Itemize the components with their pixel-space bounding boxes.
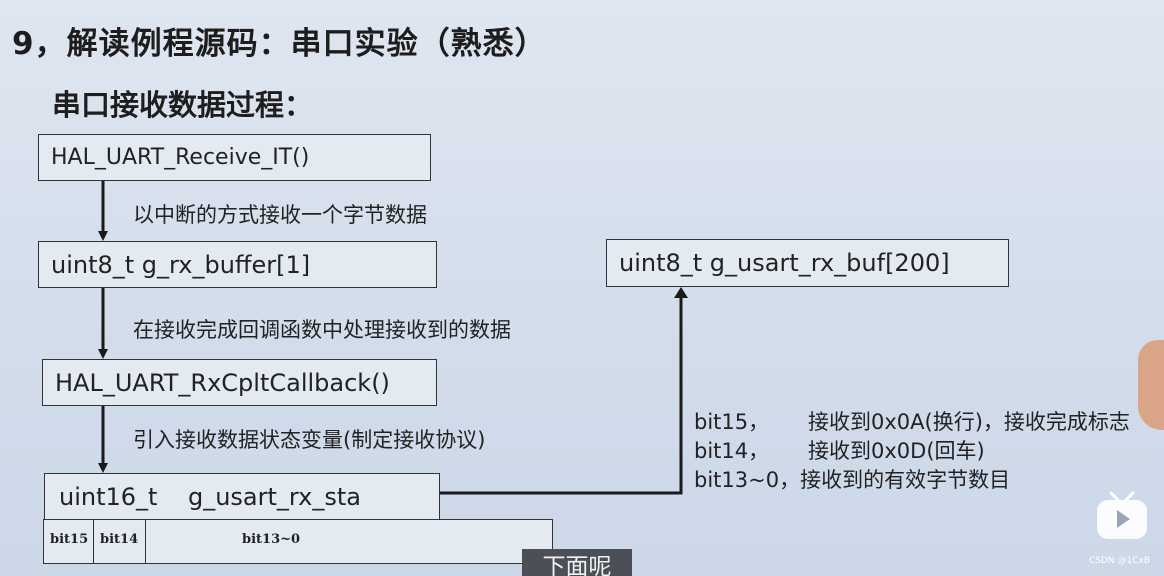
arrow-to-buffer-head xyxy=(674,287,688,298)
bit13-0-key: bit13~0， xyxy=(694,468,801,492)
step1-label: 以中断的方式接收一个字节数据 xyxy=(133,203,427,227)
rx-callback-box: HAL_UART_RxCpltCallback() xyxy=(42,359,437,406)
bit14-text: 接收到0x0D(回车) xyxy=(808,439,985,463)
presenter-hand xyxy=(1138,340,1164,430)
section-subtitle: 串口接收数据过程： xyxy=(52,88,314,122)
bit15-description: bit15， 接收到0x0A(换行)，接收完成标志 xyxy=(694,406,1130,436)
bit13-0-cell: bit13~0 xyxy=(242,532,301,547)
watermark: CSDN @1CxB xyxy=(1089,556,1151,566)
bit15-key: bit15， xyxy=(694,410,770,434)
step3-label: 引入接收数据状态变量(制定接收协议) xyxy=(133,428,486,452)
bit13-0-text: 接收到的有效字节数目 xyxy=(800,468,1011,492)
status-bit-layout: bit15 bit14 bit13~0 xyxy=(43,519,553,564)
page-title: 9，解读例程源码：串口实验（熟悉） xyxy=(12,26,547,62)
bilibili-tv-icon[interactable] xyxy=(1094,490,1150,542)
bit15-text: 接收到0x0A(换行)，接收完成标志 xyxy=(808,410,1130,434)
bit14-cell: bit14 xyxy=(94,520,146,563)
bit14-description: bit14， 接收到0x0D(回车) xyxy=(694,435,985,465)
video-subtitle-caption: 下面呢 xyxy=(522,549,632,576)
step2-label: 在接收完成回调函数中处理接收到的数据 xyxy=(133,318,511,342)
rx-receive-buffer-box: uint8_t g_usart_rx_buf[200] xyxy=(606,239,1009,287)
bit13-0-description: bit13~0，接收到的有效字节数目 xyxy=(694,464,1010,494)
hal-uart-receive-it-box: HAL_UART_Receive_IT() xyxy=(38,134,431,181)
rx-buffer-box: uint8_t g_rx_buffer[1] xyxy=(38,241,437,288)
arrow-to-buffer xyxy=(440,296,683,495)
rx-status-box: uint16_t g_usart_rx_sta xyxy=(44,473,440,520)
bit14-key: bit14， xyxy=(694,439,770,463)
bit15-cell: bit15 xyxy=(44,520,94,563)
